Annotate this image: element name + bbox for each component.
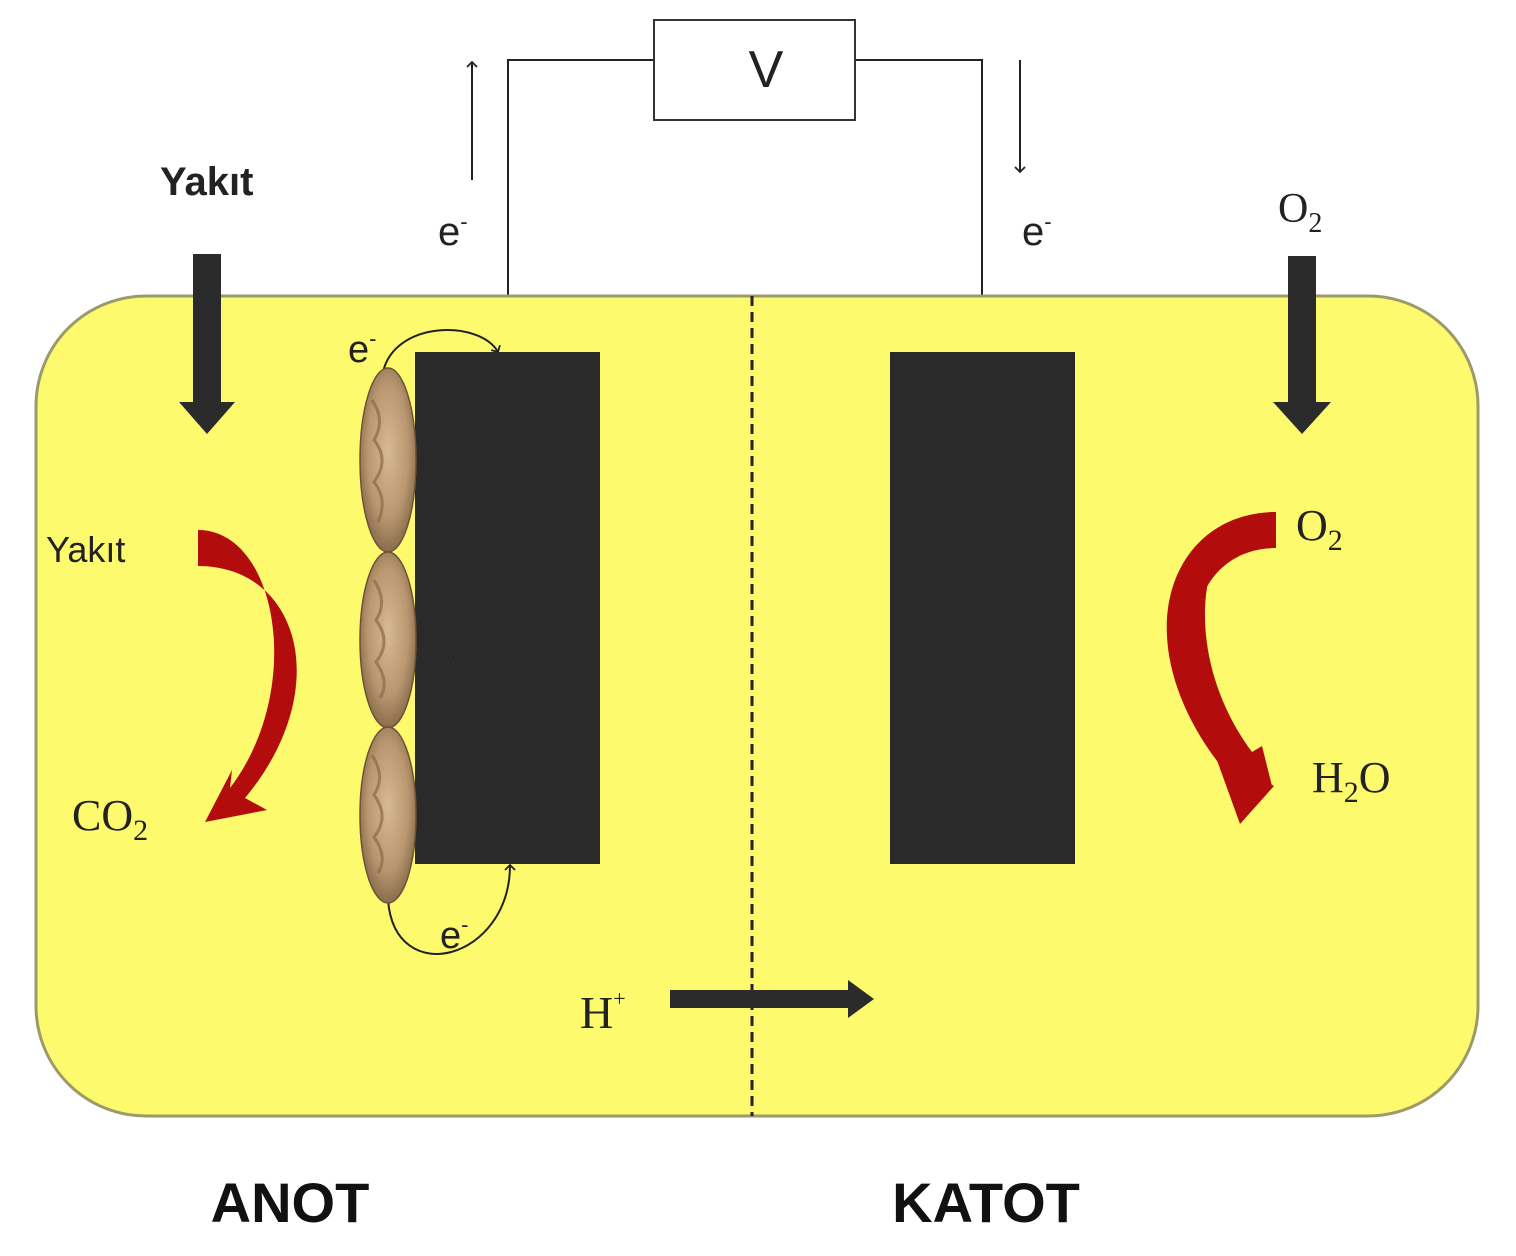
bacterium-1: [359, 367, 417, 553]
fuel-input-label: Yakıt: [160, 160, 253, 204]
electron-label-anode-top: e-: [348, 326, 376, 371]
fuel-input-arrow: [179, 254, 235, 434]
cathode-reaction-arrow: [1166, 512, 1276, 824]
electron-label-right: e-: [1022, 209, 1052, 254]
electron-path-top: [382, 329, 501, 373]
cathode-reaction-output: H2O: [1312, 753, 1391, 809]
bacteria-biofilm: [359, 367, 417, 904]
voltmeter: V: [653, 19, 856, 121]
electrode-speck: ·: [452, 659, 455, 668]
electron-label-left: e-: [438, 209, 468, 254]
cathode-electrode: [890, 352, 1075, 864]
cathode-reaction-input: O2: [1296, 501, 1343, 557]
bacterium-3: [359, 726, 417, 904]
anode-section-label: ANOT: [211, 1171, 370, 1234]
anode-electrode: [415, 352, 600, 864]
oxygen-input-label: O2: [1278, 186, 1322, 239]
proton-transfer-arrow: [670, 980, 874, 1018]
cathode-section-label: KATOT: [892, 1171, 1080, 1234]
anode-reaction-input: Yakıt: [46, 529, 125, 570]
electron-path-bottom: [387, 863, 516, 955]
voltmeter-label: V: [749, 41, 784, 99]
anode-reaction-arrow: [198, 530, 297, 822]
oxygen-input-arrow: [1273, 256, 1331, 434]
proton-label: H+: [580, 986, 626, 1038]
bacterium-2: [359, 551, 417, 729]
external-circuit: [507, 59, 983, 352]
anode-reaction-output: CO2: [72, 791, 148, 847]
electron-label-anode-bottom: e-: [440, 912, 468, 957]
